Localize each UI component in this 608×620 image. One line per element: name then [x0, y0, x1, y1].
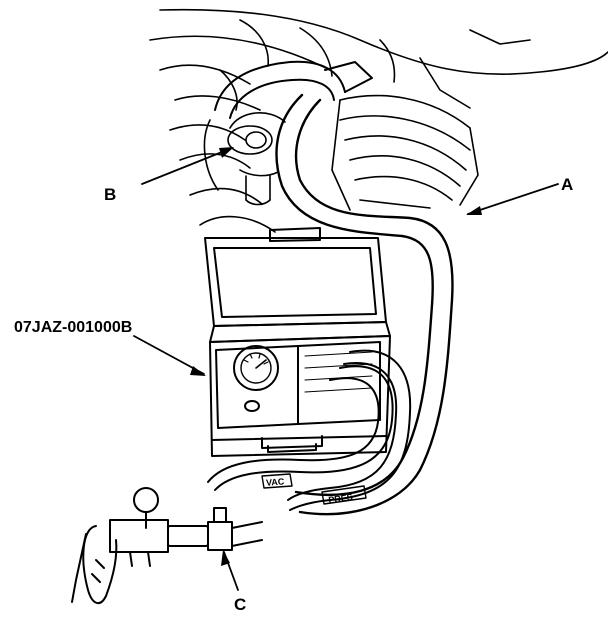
leader-tester: [133, 335, 205, 375]
arrow-tester: [190, 366, 206, 376]
tester-part-number: 07JAZ-001000B: [14, 319, 132, 336]
hose-a: [275, 93, 454, 516]
callout-b-label: B: [104, 185, 116, 204]
tester-case: [204, 227, 391, 457]
tester-hoses: [207, 349, 412, 511]
hose-pres-tag: PRES: [328, 492, 354, 505]
vacuum-pipe: [214, 60, 373, 119]
leader-b: [141, 147, 233, 185]
callout-c-label: C: [234, 595, 246, 614]
hand-vacuum-pump: [71, 487, 169, 605]
arrow-a: [466, 206, 482, 215]
hose-vac-tag: VAC: [266, 476, 285, 487]
callout-a-label: A: [561, 175, 573, 194]
arrow-b: [219, 147, 234, 158]
leader-a: [467, 183, 559, 215]
arrowheads: [190, 147, 482, 566]
engine-background: [149, 8, 608, 233]
leader-lines: [133, 147, 559, 591]
t-fitting: [167, 507, 263, 551]
arrow-c: [221, 550, 230, 566]
